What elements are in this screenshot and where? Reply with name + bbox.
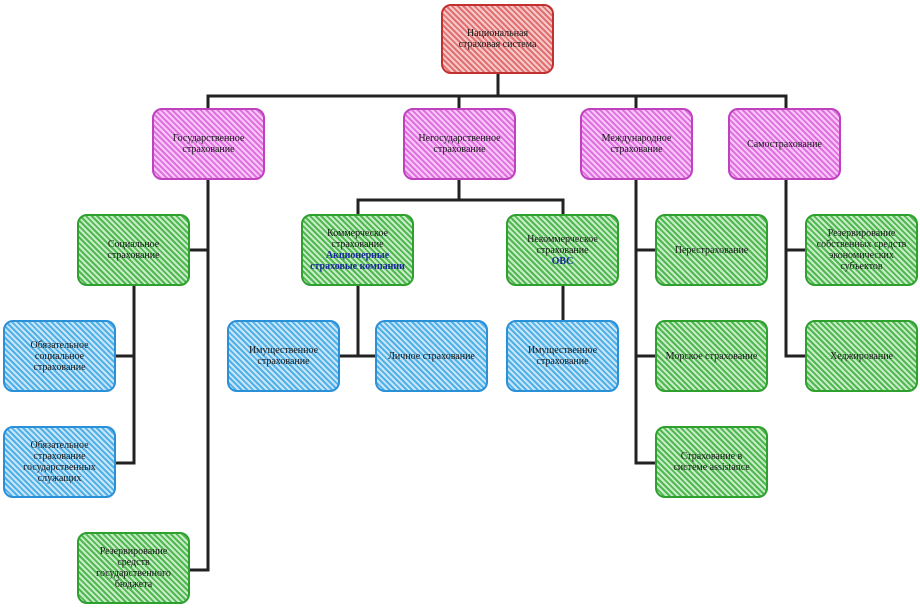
- edge-international-spine: [634, 180, 655, 465]
- node-label: Международное страхование: [601, 133, 672, 155]
- node-sublabel: Акционерные страховые компании: [310, 250, 405, 272]
- node-property-insurance-noncommercial: Имущественное страхование: [506, 320, 619, 392]
- node-commercial-insurance: Коммерческое страхование Акционерные стр…: [301, 214, 414, 286]
- node-national-insurance-system: Национальная страховая система: [441, 4, 554, 74]
- node-label: Страхование в системе assistance: [673, 451, 750, 473]
- node-marine-insurance: Морское страхование: [655, 320, 768, 392]
- node-international-insurance: Международное страхование: [580, 108, 693, 180]
- node-obligatory-state-servants: Обязательное страхование государственных…: [3, 426, 116, 498]
- node-label: Перестрахование: [674, 244, 749, 256]
- node-label: Негосударственное страхование: [418, 133, 501, 155]
- node-label: Резервирование собственных средств эконо…: [816, 228, 907, 272]
- node-state-insurance: Государственное страхование: [152, 108, 265, 180]
- node-hedging: Хеджирование: [805, 320, 918, 392]
- edge-state-spine: [190, 180, 210, 572]
- node-label: Имущественное страхование: [248, 345, 319, 367]
- node-reserve-entities: Резервирование собственных средств эконо…: [805, 214, 918, 286]
- node-label: Морское страхование: [665, 350, 758, 362]
- edge-self-spine: [784, 180, 805, 358]
- node-obligatory-social: Обязательное социальное страхование: [3, 320, 116, 392]
- node-label: Резервирование средств государственного …: [96, 546, 171, 590]
- node-nonstate-insurance: Негосударственное страхование: [403, 108, 516, 180]
- node-noncommercial-insurance: Некоммерческое страхование ОВС: [506, 214, 619, 286]
- node-label: Самострахование: [747, 138, 822, 150]
- node-reinsurance: Перестрахование: [655, 214, 768, 286]
- node-property-insurance-commercial: Имущественное страхование: [227, 320, 340, 392]
- node-label: Хеджирование: [829, 350, 894, 362]
- node-budget-reserve: Резервирование средств государственного …: [77, 532, 190, 604]
- node-personal-insurance: Личное страхование: [375, 320, 488, 392]
- node-sublabel: ОВС: [551, 255, 574, 267]
- node-assistance-insurance: Страхование в системе assistance: [655, 426, 768, 498]
- node-label: Обязательное социальное страхование: [30, 339, 89, 373]
- node-label: Обязательное страхование государственных…: [23, 440, 96, 484]
- node-label: Национальная страховая система: [458, 28, 537, 50]
- node-social-insurance: Социальное страхование: [77, 214, 190, 286]
- node-label: Государственное страхование: [172, 133, 245, 155]
- edge-social-branch: [116, 286, 136, 465]
- node-label: Имущественное страхование: [527, 345, 598, 367]
- node-label: Некоммерческое страхование: [527, 233, 598, 256]
- edge-commercial-branch: [340, 286, 375, 358]
- edge-root-bus: [206, 74, 788, 108]
- node-label: Коммерческое страхование: [327, 228, 388, 250]
- node-label: Личное страхование: [388, 350, 475, 362]
- node-label: Социальное страхование: [107, 239, 160, 261]
- edge-nonstate-branch: [356, 180, 565, 214]
- node-self-insurance: Самострахование: [728, 108, 841, 180]
